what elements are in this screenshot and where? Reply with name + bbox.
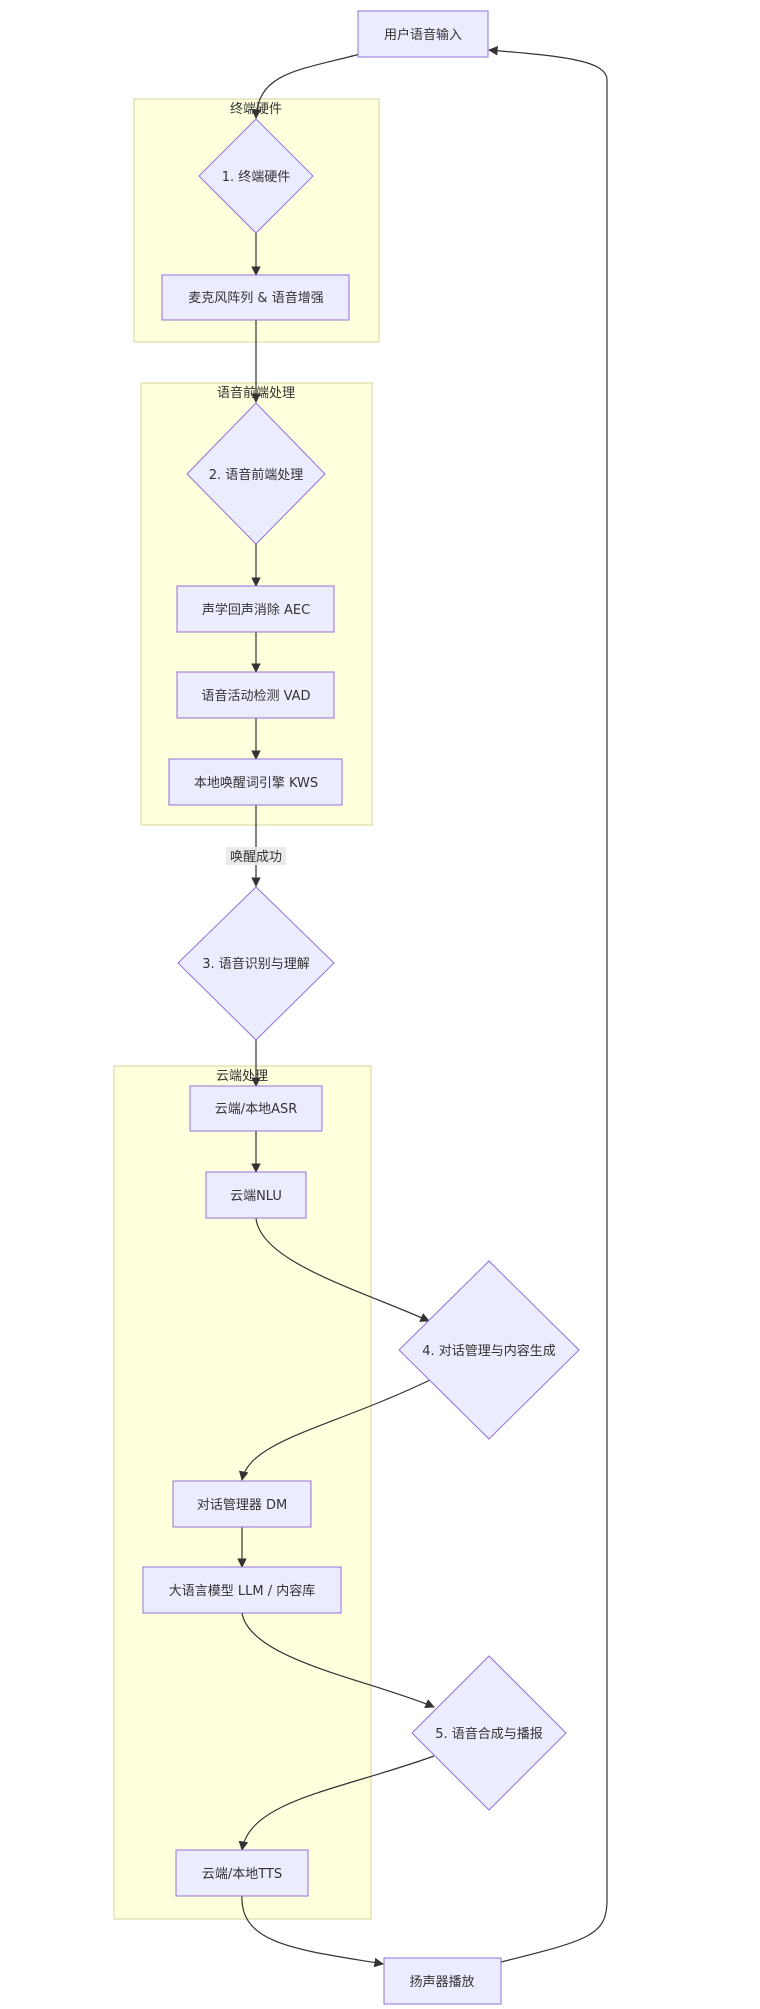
edge-user-to-step1 — [251, 53, 361, 119]
node-mic-array: 麦克风阵列 & 语音增强 — [161, 274, 350, 321]
edge-tts-to-speaker — [241, 1895, 384, 1968]
decision-step3-label: 3. 语音识别与理解 — [202, 956, 310, 972]
edge-step5-to-tts — [238, 1755, 435, 1851]
node-user-input: 用户语音输入 — [357, 10, 489, 58]
node-aec: 声学回声消除 AEC — [176, 585, 335, 633]
node-mic-array-label: 麦克风阵列 & 语音增强 — [188, 290, 323, 306]
edges — [237, 45, 608, 1968]
decision-step5-label: 5. 语音合成与播报 — [435, 1726, 543, 1742]
edge-label-wake-text: 唤醒成功 — [230, 850, 282, 865]
node-tts-label: 云端/本地TTS — [202, 1867, 282, 1882]
edge-speaker-to-user — [488, 45, 608, 1963]
node-vad-label: 语音活动检测 VAD — [201, 688, 310, 704]
cluster-terminal-label: 终端硬件 — [230, 101, 282, 117]
decision-step3: 3. 语音识别与理解 — [177, 886, 335, 1041]
node-aec-label: 声学回声消除 AEC — [202, 602, 310, 618]
decision-step2-label: 2. 语音前端处理 — [209, 467, 304, 483]
node-speaker-label: 扬声器播放 — [409, 1975, 474, 1990]
node-nlu: 云端NLU — [205, 1171, 307, 1219]
node-llm: 大语言模型 LLM / 内容库 — [142, 1566, 342, 1614]
edge-nlu-to-step4 — [255, 1217, 430, 1322]
node-vad: 语音活动检测 VAD — [176, 671, 335, 719]
edge-label-wake: 唤醒成功 — [226, 847, 286, 865]
node-kws: 本地唤醒词引擎 KWS — [168, 758, 343, 806]
node-nlu-label: 云端NLU — [230, 1189, 282, 1204]
decision-step4-label: 4. 对话管理与内容生成 — [422, 1343, 556, 1359]
decision-step4: 4. 对话管理与内容生成 — [398, 1260, 580, 1440]
node-dm-label: 对话管理器 DM — [197, 1498, 287, 1513]
decision-step1-label: 1. 终端硬件 — [222, 169, 291, 185]
node-tts: 云端/本地TTS — [175, 1849, 309, 1897]
decision-step5: 5. 语音合成与播报 — [411, 1655, 567, 1811]
node-kws-label: 本地唤醒词引擎 KWS — [194, 776, 318, 791]
edge-step4-to-dm — [239, 1379, 431, 1481]
node-asr: 云端/本地ASR — [189, 1085, 323, 1132]
cluster-cloud-label: 云端处理 — [216, 1069, 268, 1084]
node-asr-label: 云端/本地ASR — [215, 1102, 298, 1117]
node-speaker: 扬声器播放 — [383, 1957, 502, 2005]
edge-llm-to-step5 — [241, 1612, 435, 1709]
node-user-input-label: 用户语音输入 — [384, 27, 462, 43]
decision-step2: 2. 语音前端处理 — [186, 402, 326, 545]
decision-step1: 1. 终端硬件 — [198, 118, 314, 234]
node-dm: 对话管理器 DM — [172, 1480, 312, 1528]
node-llm-label: 大语言模型 LLM / 内容库 — [169, 1583, 315, 1599]
